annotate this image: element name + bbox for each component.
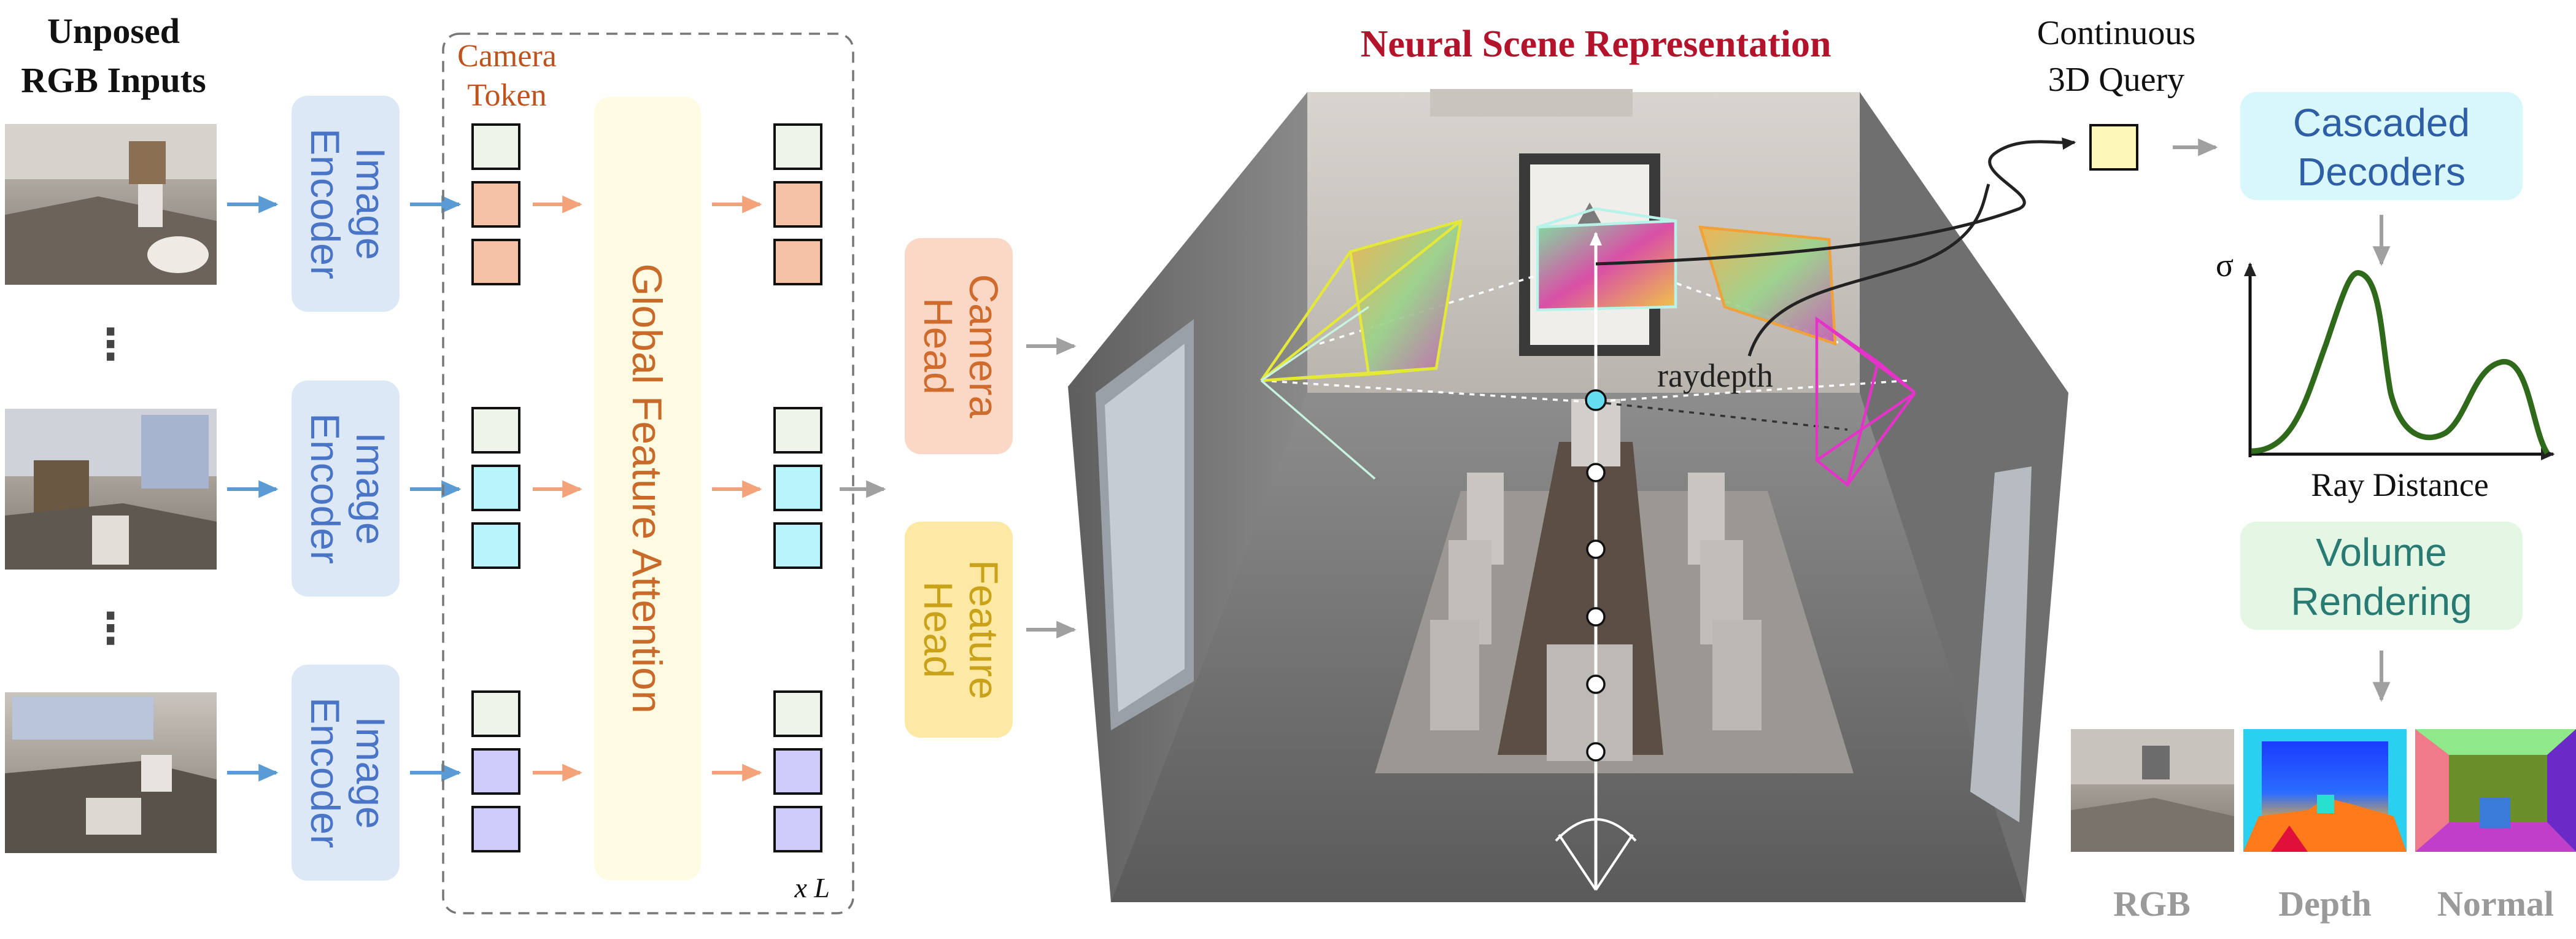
feature-token xyxy=(471,239,520,285)
cascaded-decoders: Cascaded Decoders xyxy=(2240,92,2523,200)
feature-token xyxy=(471,748,520,795)
feature-token xyxy=(471,181,520,228)
output-normal: Normal xyxy=(2415,729,2576,924)
token-stack-out-1 xyxy=(773,123,822,285)
continuous-3d-query: Continuous 3D Query xyxy=(2037,14,2195,171)
sample-point xyxy=(1586,463,1606,482)
feature-token xyxy=(471,806,520,852)
feature-token xyxy=(773,806,822,852)
output-normal-label: Normal xyxy=(2437,884,2554,924)
camera-token xyxy=(773,407,822,454)
image-encoder-3: Image Encoder xyxy=(292,665,400,881)
rendering-label-line1: Volume xyxy=(2316,530,2446,574)
feature-head-label-line1: Feature xyxy=(961,560,1007,699)
camera-token-label-line2: Token xyxy=(467,78,546,113)
token-stack-in-2 xyxy=(471,407,520,569)
head-arrows xyxy=(1026,337,1077,639)
camera-frustum-2 xyxy=(1536,207,1677,312)
raydepth-pointer-line xyxy=(1747,184,1990,357)
room-render xyxy=(1068,89,2068,902)
input-arrows xyxy=(227,195,279,782)
camera-head-label-line2: Head xyxy=(916,298,961,395)
image-encoder-3-label-line1: Image xyxy=(348,716,393,829)
sample-point xyxy=(1586,674,1606,694)
camera-head-label-line1: Camera xyxy=(961,274,1007,419)
transformer-block: Camera Token Global Feature Attention xyxy=(442,33,854,914)
image-encoder-3-label-line2: Encoder xyxy=(303,697,348,848)
token-stack-out-3 xyxy=(773,690,822,852)
camera-token-label-line1: Camera xyxy=(457,39,557,74)
encoder-arrows xyxy=(410,195,462,782)
feature-token xyxy=(773,522,822,569)
camera-frustum-1 xyxy=(1260,218,1463,480)
token-stack-in-3 xyxy=(471,690,520,852)
input-image-1 xyxy=(5,124,217,285)
sample-point xyxy=(1586,607,1606,627)
neural-scene: Neural Scene Representation xyxy=(1068,23,2076,902)
query-point-highlight xyxy=(1585,389,1607,411)
feature-head-label-line2: Head xyxy=(916,581,961,678)
input-image-2 xyxy=(5,409,217,570)
ellipsis-1: ⋮ xyxy=(89,320,132,368)
rendering-label-line2: Rendering xyxy=(2291,579,2472,624)
output-rgb: RGB xyxy=(2071,729,2234,924)
attention-label: Global Feature Attention xyxy=(624,263,670,713)
feature-token xyxy=(471,522,520,569)
image-encoder-2-label-line1: Image xyxy=(348,432,393,544)
camera-token xyxy=(773,123,822,170)
inputs-column: Unposed RGB Inputs ⋮ ⋮ xyxy=(5,11,217,853)
image-encoder-1: Image Encoder xyxy=(292,96,400,312)
feature-token xyxy=(773,465,822,511)
feature-head: Feature Head xyxy=(905,522,1013,738)
sample-point xyxy=(1586,742,1606,762)
camera-token xyxy=(471,407,520,454)
volume-rendering: Volume Rendering xyxy=(2240,522,2523,630)
query-token xyxy=(2089,124,2138,171)
density-curve xyxy=(2251,270,2550,455)
scene-title: Neural Scene Representation xyxy=(1361,23,1831,65)
image-encoder-1-label-line2: Encoder xyxy=(303,128,348,279)
query-label-line1: Continuous xyxy=(2037,14,2195,52)
output-depth-label: Depth xyxy=(2278,884,2371,924)
decoders-label-line1: Cascaded xyxy=(2293,101,2470,145)
token-stack-out-2 xyxy=(773,407,822,569)
raydepth-label: raydepth xyxy=(1657,357,1773,394)
camera-head: Camera Head xyxy=(905,238,1013,454)
inputs-title-line2: RGB Inputs xyxy=(21,60,206,100)
feature-token xyxy=(773,239,822,285)
feature-token xyxy=(773,748,822,795)
input-image-3 xyxy=(5,692,217,853)
sample-point xyxy=(1586,539,1606,559)
image-encoder-2-label-line2: Encoder xyxy=(303,413,348,564)
global-feature-attention: Global Feature Attention xyxy=(594,97,701,880)
output-depth: Depth xyxy=(2243,729,2407,924)
density-plot: σ Ray Distance xyxy=(2216,247,2555,503)
query-ray xyxy=(1555,231,1637,891)
query-label-line2: 3D Query xyxy=(2048,61,2184,99)
ellipsis-2: ⋮ xyxy=(89,605,132,652)
query-pointer-line xyxy=(1595,137,2076,266)
plot-x-label: Ray Distance xyxy=(2311,466,2488,503)
camera-frustum-4 xyxy=(1815,316,1916,487)
feature-token xyxy=(773,181,822,228)
repeat-label: x L xyxy=(794,872,830,903)
feature-token xyxy=(471,465,520,511)
inputs-title-line1: Unposed xyxy=(47,11,180,51)
decoders-label-line2: Decoders xyxy=(2297,150,2466,194)
raydepth-dotted-line xyxy=(1595,401,1848,431)
camera-token xyxy=(471,123,520,170)
token-stack-in-1 xyxy=(471,123,520,285)
image-encoder-1-label-line1: Image xyxy=(348,147,393,260)
camera-token xyxy=(773,690,822,737)
plot-y-label: σ xyxy=(2216,247,2234,284)
output-rgb-label: RGB xyxy=(2113,884,2191,924)
camera-token xyxy=(471,690,520,737)
image-encoder-2: Image Encoder xyxy=(292,381,400,597)
